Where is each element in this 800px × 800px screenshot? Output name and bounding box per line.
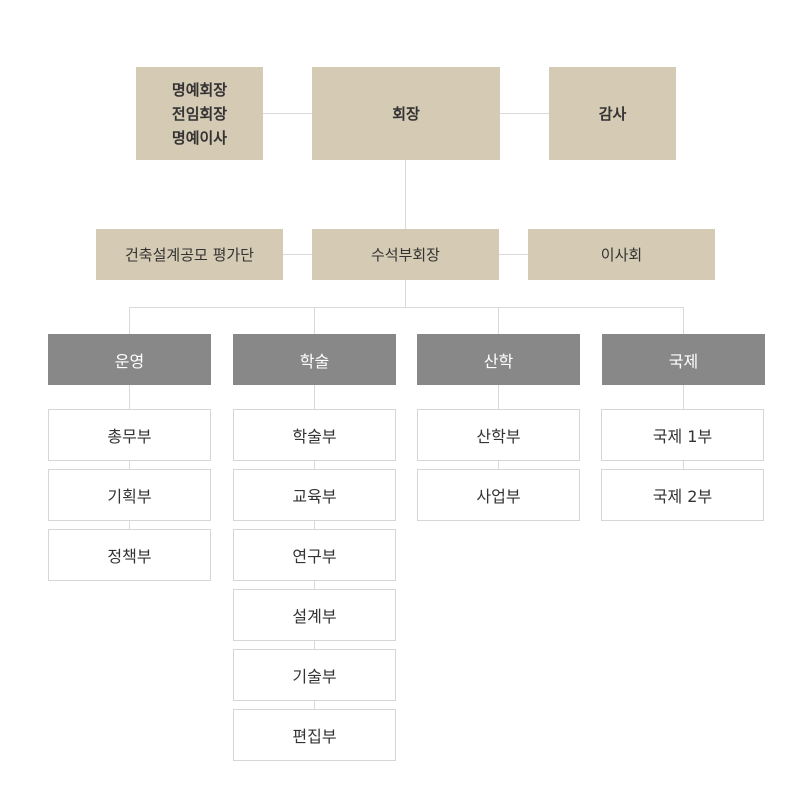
- unit-industry-1: 산학부: [417, 409, 580, 461]
- unit-academic-3: 연구부: [233, 529, 396, 581]
- unit-academic-2: 교육부: [233, 469, 396, 521]
- unit-label: 국제 2부: [652, 487, 713, 506]
- dept-international: 국제: [602, 334, 765, 385]
- unit-academic-4: 설계부: [233, 589, 396, 641]
- unit-academic-5: 기술부: [233, 649, 396, 701]
- unit-label: 기획부: [107, 487, 152, 506]
- unit-international-1: 국제 1부: [601, 409, 764, 461]
- evaluation-label: 건축설계공모 평가단: [125, 246, 254, 264]
- unit-operations-3: 정책부: [48, 529, 211, 581]
- board-box: 이사회: [528, 229, 715, 280]
- unit-label: 연구부: [292, 547, 337, 566]
- connector-dept-drop-3: [498, 307, 499, 334]
- unit-label: 편집부: [292, 727, 337, 746]
- senior-vp-label: 수석부회장: [370, 246, 440, 264]
- unit-label: 교육부: [292, 487, 337, 506]
- unit-label: 설계부: [292, 607, 337, 626]
- connector-dept-drop-1: [129, 307, 130, 334]
- auditor-label: 감사: [598, 105, 627, 123]
- connector-honorary-president: [263, 113, 312, 114]
- unit-academic-6: 편집부: [233, 709, 396, 761]
- unit-label: 정책부: [107, 547, 152, 566]
- dept-international-label: 국제: [668, 351, 699, 371]
- dept-operations-label: 운영: [114, 351, 145, 371]
- evaluation-box: 건축설계공모 평가단: [96, 229, 283, 280]
- unit-label: 기술부: [292, 667, 337, 686]
- connector-president-vp: [405, 160, 406, 229]
- honorary-box: 명예회장 전임회장 명예이사: [136, 67, 263, 160]
- unit-label: 학술부: [292, 427, 337, 446]
- connector-dept-drop-4: [683, 307, 684, 334]
- honorary-line-3: 명예이사: [171, 128, 228, 147]
- dept-industry-label: 산학: [483, 351, 514, 371]
- senior-vp-box: 수석부회장: [312, 229, 499, 280]
- unit-label: 총무부: [107, 427, 152, 446]
- connector-col-1: [129, 385, 130, 545]
- dept-industry: 산학: [417, 334, 580, 385]
- board-label: 이사회: [600, 246, 643, 264]
- unit-operations-2: 기획부: [48, 469, 211, 521]
- connector-dept-horizontal: [129, 307, 684, 308]
- unit-international-2: 국제 2부: [601, 469, 764, 521]
- unit-label: 산학부: [476, 427, 521, 446]
- unit-label: 사업부: [476, 487, 521, 506]
- connector-vp-trunk: [405, 280, 406, 307]
- connector-president-auditor: [500, 113, 549, 114]
- dept-academic: 학술: [233, 334, 396, 385]
- president-label: 회장: [392, 105, 420, 123]
- dept-operations: 운영: [48, 334, 211, 385]
- unit-label: 국제 1부: [652, 427, 713, 446]
- connector-vp-board: [499, 254, 528, 255]
- auditor-box: 감사: [549, 67, 676, 160]
- unit-industry-2: 사업부: [417, 469, 580, 521]
- dept-academic-label: 학술: [299, 351, 330, 371]
- connector-dept-drop-2: [314, 307, 315, 334]
- connector-evaluation-vp: [283, 254, 312, 255]
- president-box: 회장: [312, 67, 500, 160]
- honorary-line-2: 전임회장: [171, 104, 228, 123]
- unit-academic-1: 학술부: [233, 409, 396, 461]
- unit-operations-1: 총무부: [48, 409, 211, 461]
- honorary-line-1: 명예회장: [171, 80, 228, 99]
